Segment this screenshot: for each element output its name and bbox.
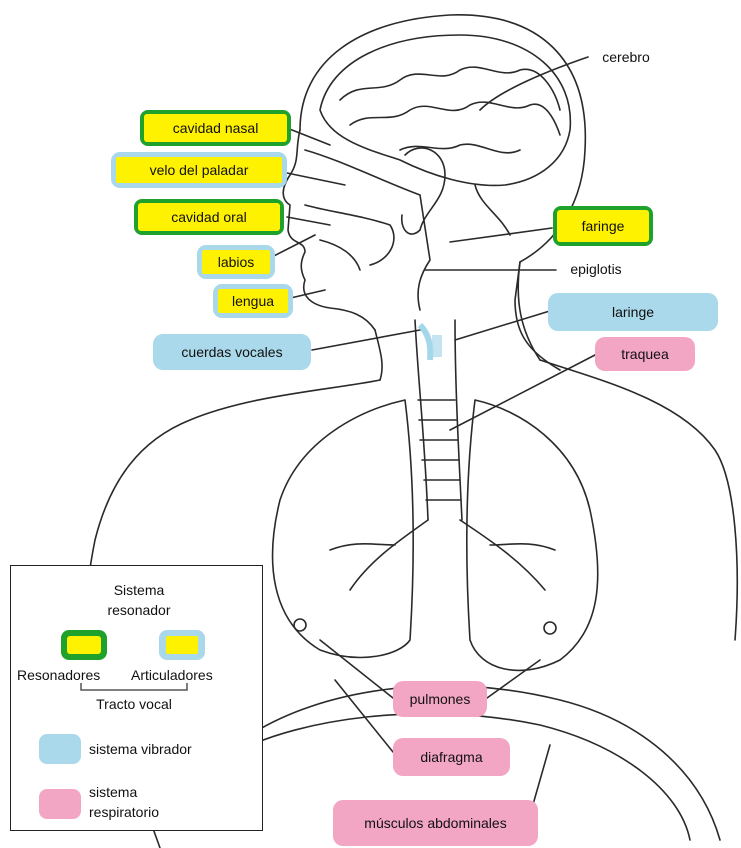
head-outline (300, 15, 585, 370)
legend-sistema-respiratorio-line2: respiratorio (89, 804, 159, 820)
label-faringe: faringe (553, 206, 653, 246)
label-cavidad-nasal-text: cavidad nasal (173, 120, 259, 136)
label-lengua: lengua (213, 284, 293, 318)
label-labios: labios (197, 245, 275, 279)
label-faringe-text: faringe (582, 218, 625, 234)
label-labios-text: labios (218, 254, 255, 270)
legend-tracto-vocal: Tracto vocal (81, 696, 187, 712)
label-velo-paladar: velo del paladar (111, 152, 287, 188)
left-lung (273, 400, 414, 657)
legend-sistema-vibrador: sistema vibrador (89, 741, 192, 757)
legend-vibrador-swatch (39, 734, 81, 764)
label-traquea: traquea (595, 337, 695, 371)
label-cerebro: cerebro (590, 46, 662, 68)
tracto-vocal-bracket (11, 566, 264, 706)
label-epiglotis: epiglotis (556, 258, 636, 280)
label-cavidad-nasal: cavidad nasal (140, 110, 291, 146)
label-musculos-abdominales: músculos abdominales (333, 800, 538, 846)
label-diafragma: diafragma (393, 738, 510, 776)
label-laringe: laringe (548, 293, 718, 331)
vocal-cords-highlight (420, 325, 442, 360)
label-cuerdas-vocales: cuerdas vocales (153, 334, 311, 370)
right-lung (467, 400, 598, 670)
label-cavidad-oral-text: cavidad oral (171, 209, 247, 225)
label-velo-paladar-text: velo del paladar (150, 162, 249, 178)
legend-sistema-respiratorio-line1: sistema (89, 784, 137, 800)
face-profile (283, 130, 375, 330)
leader-cerebro (480, 57, 588, 110)
label-pulmones: pulmones (393, 681, 487, 717)
legend: Sistema resonador Resonadores Articulado… (10, 565, 263, 831)
label-lengua-text: lengua (232, 293, 274, 309)
label-cavidad-oral: cavidad oral (134, 199, 284, 235)
legend-respiratorio-swatch (39, 789, 81, 819)
